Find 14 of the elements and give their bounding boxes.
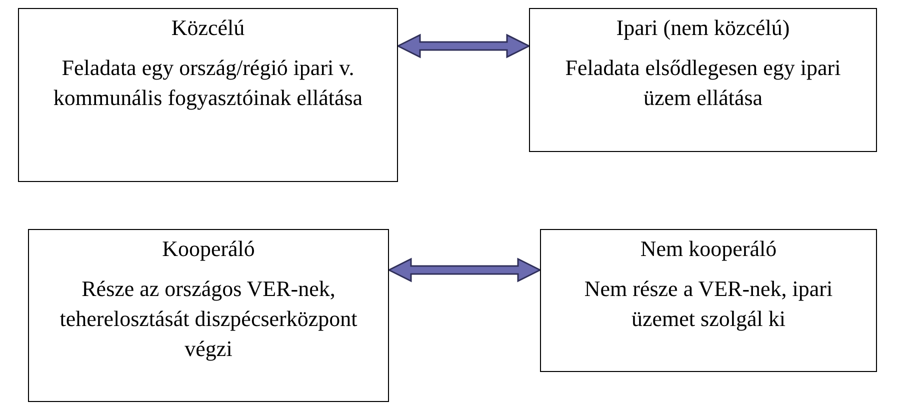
- text-box: [18, 8, 398, 182]
- box-heading: Ipari (nem közcélú): [615, 14, 791, 42]
- box-description: Nem része a VER-nek, ipari üzemet szolgál ki: [583, 275, 834, 333]
- box-heading: Közcélú: [170, 14, 246, 42]
- text-box: [529, 8, 877, 152]
- box-heading: Nem kooperáló: [639, 235, 778, 263]
- text-box: [28, 229, 389, 402]
- double-arrow: [387, 258, 542, 282]
- text-box: [540, 229, 877, 372]
- double-arrow: [396, 34, 531, 58]
- box-description: Része az országos VER-nek, teherelosztását diszpécserközpont végzi: [58, 275, 358, 363]
- box-description: Feladata egy ország/régió ipari v. kommunális fogyasztóinak ellátása: [52, 54, 364, 112]
- box-heading: Kooperáló: [161, 235, 256, 263]
- box-description: Feladata elsődlegesen egy ipari üzem ellátása: [564, 54, 842, 112]
